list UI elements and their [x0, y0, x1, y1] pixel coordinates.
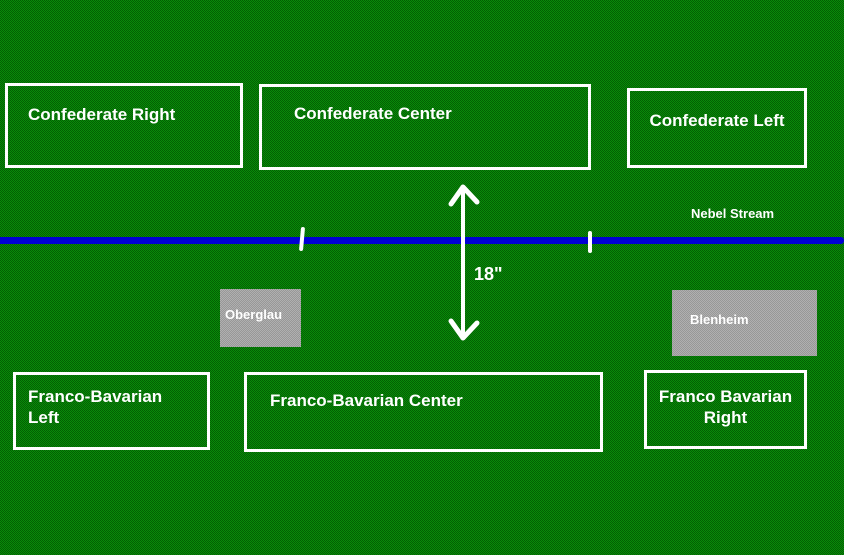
franco-bavarian-left-label: Franco-Bavarian Left [28, 387, 163, 428]
nebel-stream-label: Nebel Stream [691, 206, 775, 221]
blenheim-label: Blenheim [690, 312, 749, 327]
arrow-head-down-icon [448, 318, 480, 341]
confederate-left-box: Confederate Left [627, 88, 807, 168]
nebel-stream-line [0, 237, 844, 244]
confederate-center-label: Confederate Center [294, 104, 452, 123]
arrow-head-up-icon [448, 184, 480, 207]
stream-crossing-tick-right [588, 231, 592, 253]
franco-bavarian-right-box: Franco Bavarian Right [644, 370, 807, 449]
confederate-left-label: Confederate Left [649, 111, 785, 130]
franco-bavarian-center-label: Franco-Bavarian Center [270, 391, 463, 410]
franco-bavarian-left-box: Franco-Bavarian Left [13, 372, 210, 450]
confederate-center-box: Confederate Center [259, 84, 591, 170]
oberglau-label: Oberglau [225, 307, 283, 322]
franco-bavarian-center-box: Franco-Bavarian Center [244, 372, 603, 452]
franco-bavarian-right-label: Franco Bavarian Right [658, 387, 793, 428]
distance-18in-label: 18" [474, 264, 503, 284]
oberglau-town-block: Oberglau [220, 289, 301, 347]
confederate-right-box: Confederate Right [5, 83, 243, 168]
blenheim-town-block: Blenheim [672, 290, 817, 356]
confederate-right-label: Confederate Right [28, 105, 176, 124]
